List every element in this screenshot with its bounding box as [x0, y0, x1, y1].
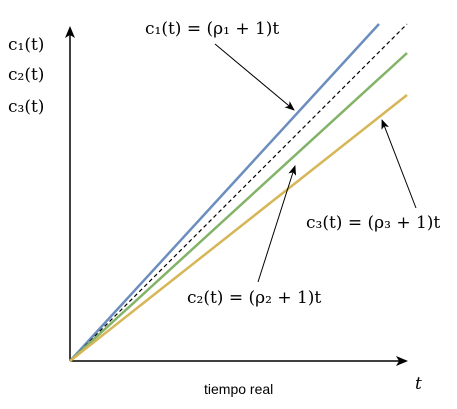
x-axis-label: tiempo real: [204, 381, 273, 397]
line-c3: [69, 94, 408, 362]
line-c2: [69, 52, 408, 362]
pointer-c1: [214, 43, 295, 111]
formula-c1: c₁(t) = (ρ₁ + 1)t: [145, 19, 279, 39]
y-axis-label-c3: c₃(t): [8, 97, 44, 117]
pointer-c2: [257, 165, 297, 283]
line-dashed-reference: [69, 23, 408, 362]
x-axis-symbol: t: [415, 374, 422, 394]
pointer-c3: [381, 119, 417, 209]
formula-c3: c₃(t) = (ρ₃ + 1)t: [306, 213, 440, 233]
y-axis-label-c2: c₂(t): [8, 65, 44, 85]
formula-c2: c₂(t) = (ρ₂ + 1)t: [187, 288, 321, 308]
line-c1: [69, 23, 380, 362]
y-axis-label-c1: c₁(t): [8, 35, 44, 55]
